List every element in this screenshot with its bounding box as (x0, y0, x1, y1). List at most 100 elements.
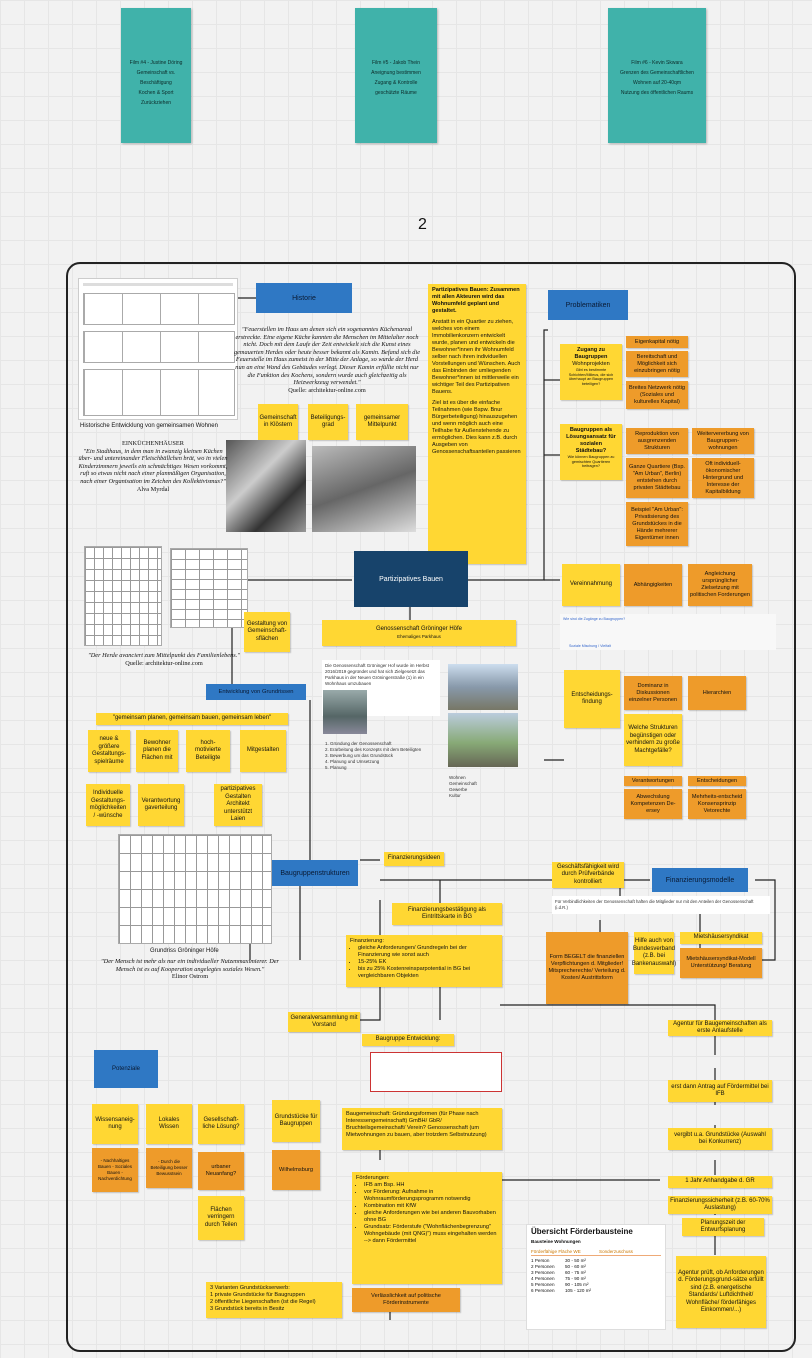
note-title: Förderungen: (356, 1175, 390, 1181)
note-beteiligungsgrad[interactable]: Beteiligungs-grad (308, 404, 348, 440)
note-hierarchien[interactable]: Hierarchien (688, 676, 746, 710)
note-generalversammlung[interactable]: Generalversammlung mit Vorstand (288, 1012, 360, 1032)
note-am-urban[interactable]: Beispiel "Am Urban": Privatisierung des … (626, 502, 688, 546)
header-historie[interactable]: Historie (256, 283, 352, 313)
note-oekonomischer-hintergrund[interactable]: Oft individuell-ökonomischer Hintergrund… (692, 458, 754, 498)
finanzierung-note[interactable]: Finanzierung: gleiche Anforderungen/ Gru… (346, 935, 502, 987)
grundriss-caption: Grundriss Gröninger Höfe (150, 948, 219, 954)
note-gruendungsformen[interactable]: Baugemeinschaft: Gründungsformen (für Ph… (342, 1108, 502, 1150)
history-table (78, 278, 238, 420)
note-netzwerk[interactable]: Breites Netzwerk nötig (Soziales und kul… (626, 381, 688, 409)
list-item: vor Förderung: Aufnahme in Wohnraumförde… (364, 1189, 498, 1203)
foerderungen-note[interactable]: Förderungen: IFB am Bsp. HH vor Förderun… (352, 1172, 502, 1284)
link-text[interactable]: Wie sind die Zugänge zu Baugruppen? (563, 617, 626, 621)
film-note-5[interactable]: Film #5 - Jakob Thein Aneignung bestimme… (355, 8, 437, 143)
note-strukturen[interactable]: Welche Strukturen begünstigen oder verhi… (624, 714, 682, 766)
note-angleichung[interactable]: Angleichung ursprünglicher Zielsetzung m… (688, 564, 752, 606)
note-partizipatives-gestalten[interactable]: partizipatives Gestalten Architekt unter… (214, 784, 262, 826)
note-dominanz[interactable]: Dominanz in Diskussionen einzelner Perso… (624, 676, 682, 710)
note-flaechen-teilen[interactable]: Flächen verringern durch Teilen (198, 1196, 244, 1240)
note-small: Gibt es bestimmte Schichten/Milieus, die… (568, 368, 614, 386)
header-potenziale[interactable]: Potenziale (94, 1050, 158, 1088)
film-note-4[interactable]: Film #4 - Justine Döring Gemeinschaft vs… (121, 8, 191, 143)
note-bundesverband[interactable]: Hilfe auch von Bundesverband (z.B. bei B… (632, 932, 676, 974)
header-problematiken[interactable]: Problematiken (548, 290, 628, 320)
genossenschaft-title-note[interactable]: Genossenschaft Gröninger Höfe Ehemaliges… (322, 620, 516, 646)
note-grundstueckserwerb[interactable]: 3 Varianten Grundstückserwerb: 1 private… (206, 1282, 342, 1318)
note-title: Genossenschaft Gröninger Höfe (375, 625, 463, 632)
note-mitgestalten[interactable]: Mitgestalten (240, 730, 286, 772)
quote-text: "Feuerstellen im Haus um denen sich ein … (233, 326, 420, 387)
note-form-begelt[interactable]: Form BEGELT die finanziellen Verpflichtu… (546, 932, 628, 1004)
note-abhaengigkeiten[interactable]: Abhängigkeiten (624, 564, 682, 606)
note-title: Baugruppen als Lösungsansatz für soziale… (566, 427, 616, 454)
note-kloester[interactable]: Gemeinschaft in Klöstern (258, 404, 298, 440)
note-agentur[interactable]: Agentur für Baugemeinschaften als erste … (668, 1020, 772, 1036)
table-title: Übersicht Förderbausteine (531, 1227, 633, 1236)
note-ganze-quartiere[interactable]: Ganze Quartiere (Bsp. "Am Urban", Berlin… (626, 458, 688, 498)
note-lokales-wissen[interactable]: Lokales Wissen (146, 1104, 192, 1144)
note-eigenkapital[interactable]: Eigenkapital nötig (626, 336, 688, 348)
note-vereinnahmung[interactable]: Vereinnahmung (562, 564, 620, 606)
quote-author: Elinor Ostrom (171, 973, 209, 981)
text-snippet: Wie sind die Zugänge zu Baugruppen? (560, 614, 776, 650)
note-agentur-prueft[interactable]: Agentur prüft, ob Anforderungen d. Förde… (676, 1256, 766, 1328)
note-gestaltung[interactable]: Gestaltung von Gemeinschaft-sflächen (244, 612, 290, 652)
note-pruefverbaende[interactable]: Geschäftsfähigkeit wird durch Prüfverbän… (552, 862, 624, 888)
note-entscheidungen[interactable]: Entscheidungen (688, 776, 746, 786)
header-partizipatives-bauen[interactable]: Partizipatives Bauen (354, 551, 468, 607)
text-link[interactable]: Soziale Mischung / Vielfalt (569, 644, 611, 648)
note-subtitle: Wohnprojekten (572, 361, 610, 367)
note-reproduktion[interactable]: Reproduktion von ausgrenzenden Strukture… (626, 428, 688, 454)
note-planungszeit[interactable]: Planungszeit der Entwurfsplanung (682, 1218, 764, 1236)
note-urbaner-neuanfang[interactable]: urbaner Neuanfang? (198, 1152, 244, 1190)
note-baugruppe-entwicklung[interactable]: Baugruppe Entwicklung: (362, 1034, 454, 1046)
note-finanzierungsbestaetigung[interactable]: Finanzierungsbestätigung als Eintrittska… (392, 903, 502, 925)
note-gestaltungsspielraeume[interactable]: neue & größere Gestaltungs-spielräume (88, 730, 130, 772)
list-item: 1 private Grundstücke für Baugruppen (210, 1292, 305, 1298)
note-mittelpunkt[interactable]: gemeinsamer Mittelpunkt (356, 404, 408, 440)
note-wissensaneignung[interactable]: Wissensaneig-nung (92, 1104, 138, 1144)
note-line: Nutzung des öffentlichen Raums (620, 90, 694, 96)
note-line: Aneignung bestimmen (371, 70, 421, 76)
note-abwechslung[interactable]: Abwechslung Kompetenzen De-ersey (624, 789, 682, 819)
partizipativ-text-note[interactable]: Partizipatives Bauen: Zusammen mit allen… (428, 284, 526, 564)
note-finanzierungssicherheit[interactable]: Finanzierungssicherheit (z.B. 60-70% Aus… (668, 1196, 772, 1214)
note-bereitschaft[interactable]: Bereitschaft und Möglichkeit sich einzub… (626, 351, 688, 377)
kitchen-photo (312, 446, 416, 532)
foerderbausteine-table: Übersicht Förderbausteine Bausteine Wohn… (526, 1224, 666, 1330)
herd-quote: "Der Herde avanciert zum Mittelpunkt des… (84, 652, 244, 667)
note-grundstuecke-baugruppen[interactable]: Grundstücke für Baugruppen (272, 1100, 320, 1142)
note-nachhaltiges-bauen[interactable]: - Nachhaltiges Bauen - Soziales Bauen - … (92, 1148, 138, 1192)
note-individuelle-gestaltung[interactable]: Individuelle Gestaltungs-möglichkeiten /… (86, 784, 130, 826)
note-verantwortungen[interactable]: Verantwortungen (624, 776, 682, 786)
quote-author: Alva Myrdal (136, 485, 170, 493)
note-zugang-baugruppen[interactable]: Zugang zu Baugruppen Wohnprojekten Gibt … (560, 344, 622, 400)
note-anhandgabe[interactable]: 1 Jahr Anhandgabe d. GR (668, 1176, 772, 1188)
film-note-6[interactable]: Film #6 - Kevin Skwara Grenzen des Gemei… (608, 8, 706, 143)
note-verlaesslichkeit[interactable]: Verlässlichkeit auf politische Förderins… (352, 1288, 460, 1312)
note-weitervererbung[interactable]: Weitervererbung von Baugruppen-wohnungen (692, 428, 754, 454)
note-banner-gemeinsam[interactable]: "gemeinsam planen, gemeinsam bauen, geme… (96, 713, 288, 725)
list-item: 15-25% EK (358, 959, 498, 966)
note-wilhelmsburg[interactable]: Wilhelmsburg (272, 1150, 320, 1190)
note-bewohner-planen[interactable]: Bewohner planen die Flächen mit (136, 730, 178, 772)
note-mietshaeusersyndikat[interactable]: Mietshäusersyndikat (680, 932, 762, 944)
note-loesungsansatz[interactable]: Baugruppen als Lösungsansatz für soziale… (560, 424, 622, 480)
note-gesellschaftliche-loesung[interactable]: Gesellschaft-liche Lösung? (198, 1104, 244, 1144)
note-vergibt[interactable]: vergibt u.a. Grundstücke (Auswahl bei Ko… (668, 1128, 772, 1150)
note-bewusstsein[interactable]: - Durch die Beteiligung besser Bewusstse… (146, 1148, 192, 1188)
note-entscheidungsfindung[interactable]: Entscheidungs-findung (564, 670, 620, 728)
header-baugruppenstrukturen[interactable]: Baugruppenstrukturen (272, 860, 358, 886)
header-finanzierungsmodelle[interactable]: Finanzierungsmodelle (652, 868, 748, 892)
note-motivierte-beteiligte[interactable]: hoch-motivierte Beteiligte (186, 730, 230, 772)
note-line: Film #4 - Justine Döring (129, 60, 183, 66)
note-finanzierungsideen[interactable]: Finanzierungsideen (384, 852, 444, 866)
note-verantwortung[interactable]: Verantwortung gaverteilung (138, 784, 184, 826)
header-entwicklung-grundrissen[interactable]: Entwicklung von Grundrissen (206, 684, 306, 700)
note-mehrheitsentscheid[interactable]: Mehrheits-entscheid Konsensprinzip Vetor… (688, 789, 746, 819)
note-antrag[interactable]: erst dann Antrag auf Fördermittel bei IF… (668, 1080, 772, 1102)
rendering-photo (448, 713, 518, 767)
woodcut-image (226, 440, 306, 532)
note-mietshaeusersyndikat-modell[interactable]: Mietshäusersyndikat-Modell Unterstützung… (680, 948, 762, 978)
